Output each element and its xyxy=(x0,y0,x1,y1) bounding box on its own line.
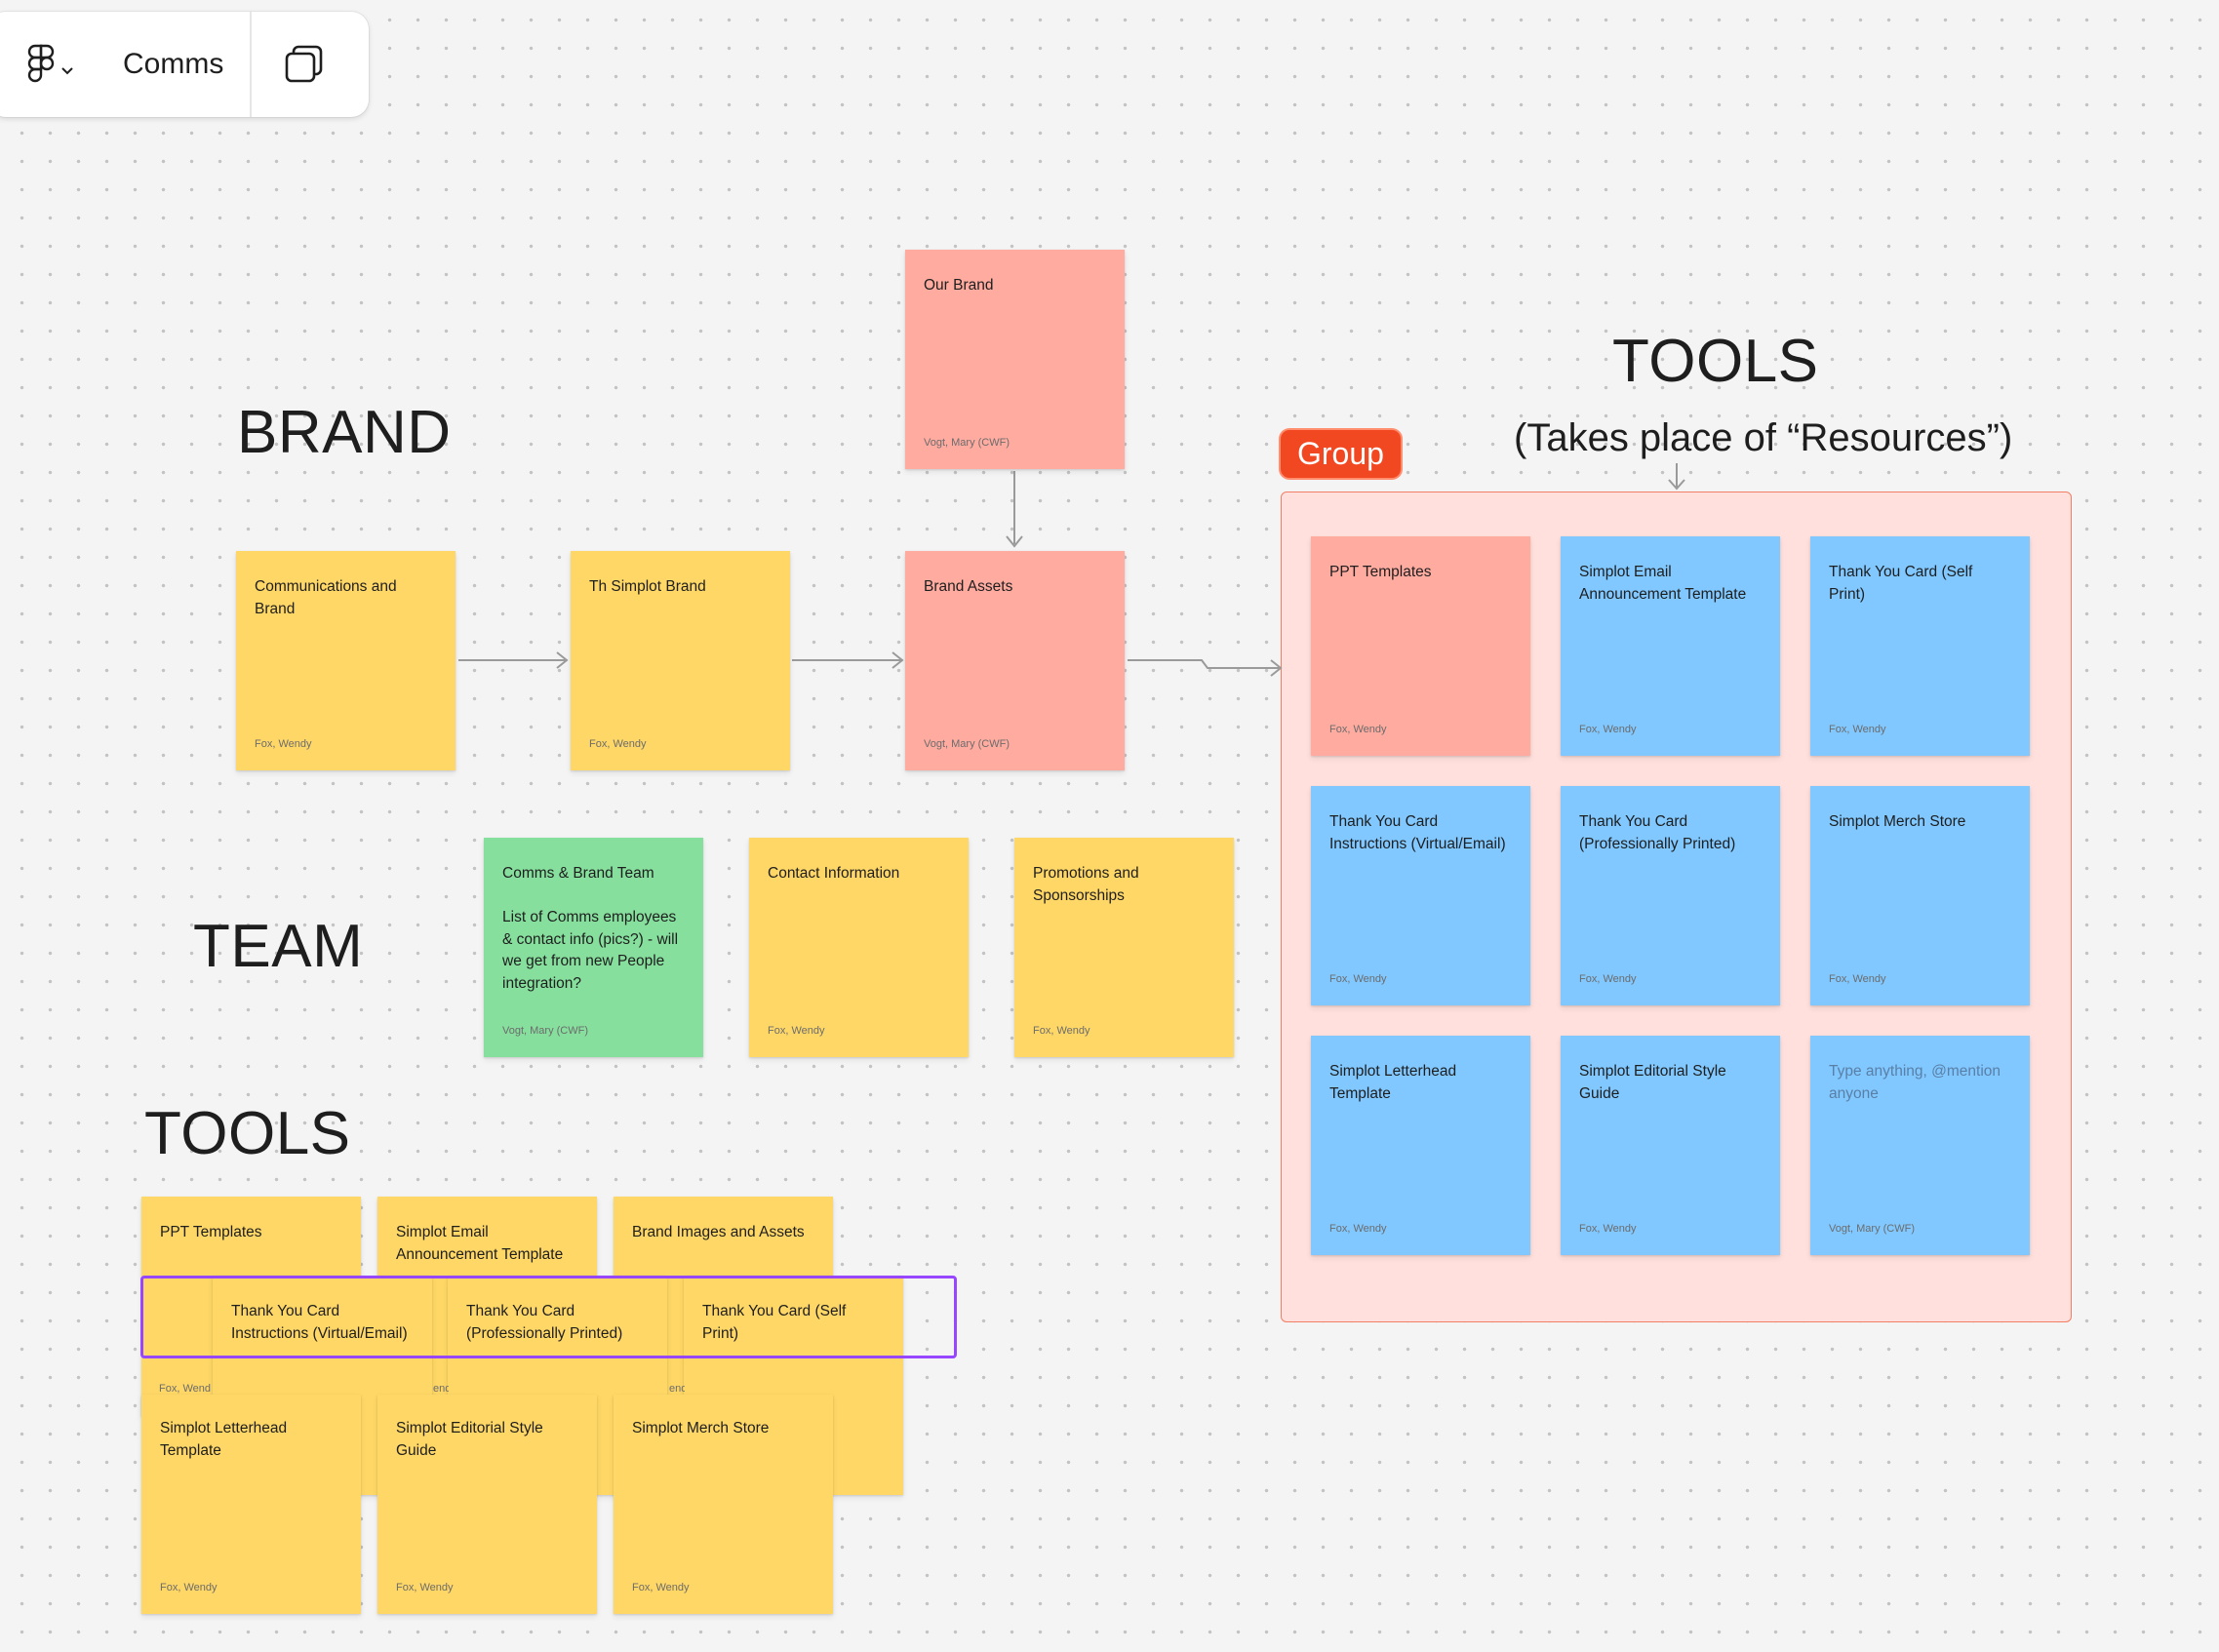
sticky-text: Contact Information xyxy=(768,865,900,882)
sticky-author: Vogt, Mary (CWF) xyxy=(924,437,1010,449)
selection-box[interactable] xyxy=(140,1276,957,1358)
tools-sticky-style-guide[interactable]: Simplot Editorial Style Guide Fox, Wendy xyxy=(377,1395,597,1614)
chevron-down-icon[interactable] xyxy=(60,63,74,81)
sticky-text: PPT Templates xyxy=(160,1224,262,1240)
sticky-text: Brand Assets xyxy=(924,578,1013,595)
sticky-author: Fox, Wendy xyxy=(768,1025,825,1037)
tools-sticky-merch-store[interactable]: Simplot Merch Store Fox, Wendy xyxy=(614,1395,833,1614)
sticky-author: Fox, Wendy xyxy=(589,738,647,750)
sticky-text: Simplot Editorial Style Guide xyxy=(1579,1063,1726,1102)
sticky-author-fragment: end xyxy=(433,1383,449,1395)
sticky-text: Th Simplot Brand xyxy=(589,578,706,595)
sticky-text: Thank You Card (Self Print) xyxy=(1829,564,1973,603)
sticky-author: Fox, Wendy xyxy=(255,738,312,750)
sticky-comms-team[interactable]: Comms & Brand Team List of Comms employe… xyxy=(484,838,703,1057)
sticky-contact-info[interactable]: Contact Information Fox, Wendy xyxy=(749,838,969,1057)
sticky-author: Fox, Wendy xyxy=(1579,973,1637,985)
sticky-author: Vogt, Mary (CWF) xyxy=(924,738,1010,750)
sticky-author: Fox, Wendy xyxy=(1829,724,1886,735)
pages-icon[interactable] xyxy=(281,41,328,88)
sticky-comms-and-brand[interactable]: Communications and Brand Fox, Wendy xyxy=(236,551,456,770)
tools-sticky-letterhead[interactable]: Simplot Letterhead Template Fox, Wendy xyxy=(141,1395,361,1614)
sticky-text: Thank You Card (Self Print) xyxy=(702,1303,847,1342)
sticky-author-fragment: end xyxy=(669,1383,685,1395)
sticky-author: Fox, Wendy xyxy=(160,1582,218,1593)
brand-heading[interactable]: BRAND xyxy=(237,399,452,466)
sticky-author: Fox, Wendy xyxy=(1033,1025,1090,1037)
group-sticky-ppt-templates[interactable]: PPT Templates Fox, Wendy xyxy=(1311,536,1530,756)
sticky-author: Vogt, Mary (CWF) xyxy=(502,1025,589,1037)
sticky-text: Thank You Card Instructions (Virtual/Ema… xyxy=(231,1303,408,1342)
sticky-text: Thank You Card Instructions (Virtual/Ema… xyxy=(1329,813,1506,852)
group-sticky-thank-you-self-print[interactable]: Thank You Card (Self Print) Fox, Wendy xyxy=(1810,536,2030,756)
group-sticky-thank-you-professional[interactable]: Thank You Card (Professionally Printed) … xyxy=(1561,786,1780,1005)
figma-logo-icon[interactable] xyxy=(27,44,55,85)
sticky-placeholder[interactable]: Type anything, @mention anyone xyxy=(1829,1063,2001,1102)
tools-right-heading[interactable]: TOOLS xyxy=(1612,328,1819,395)
sticky-text: Simplot Letterhead Template xyxy=(160,1420,288,1459)
sticky-author: Fox, Wendy xyxy=(1329,973,1387,985)
sticky-text: Simplot Editorial Style Guide xyxy=(396,1420,543,1459)
file-name[interactable]: Comms xyxy=(123,48,224,80)
sticky-text: Simplot Merch Store xyxy=(1829,813,1966,830)
sticky-text: Simplot Letterhead Template xyxy=(1329,1063,1457,1102)
sticky-simplot-brand[interactable]: Th Simplot Brand Fox, Wendy xyxy=(571,551,790,770)
sticky-text: Comms & Brand Team List of Comms employe… xyxy=(502,865,679,992)
team-heading[interactable]: TEAM xyxy=(193,913,364,980)
sticky-text: Communications and Brand xyxy=(255,578,397,617)
sticky-promotions[interactable]: Promotions and Sponsorships Fox, Wendy xyxy=(1014,838,1234,1057)
file-toolbar: Comms xyxy=(0,12,369,117)
tools-left-heading[interactable]: TOOLS xyxy=(144,1100,351,1167)
sticky-author: Fox, Wendy xyxy=(1329,1223,1387,1235)
sticky-our-brand[interactable]: Our Brand Vogt, Mary (CWF) xyxy=(905,250,1125,469)
group-sticky-style-guide[interactable]: Simplot Editorial Style Guide Fox, Wendy xyxy=(1561,1036,1780,1255)
sticky-text: Simplot Email Announcement Template xyxy=(396,1224,564,1263)
sticky-text: Our Brand xyxy=(924,277,994,294)
sticky-author: Vogt, Mary (CWF) xyxy=(1829,1223,1916,1235)
sticky-text: Simplot Merch Store xyxy=(632,1420,770,1436)
group-sticky-letterhead[interactable]: Simplot Letterhead Template Fox, Wendy xyxy=(1311,1036,1530,1255)
group-sticky-merch-store[interactable]: Simplot Merch Store Fox, Wendy xyxy=(1810,786,2030,1005)
sticky-text: Simplot Email Announcement Template xyxy=(1579,564,1747,603)
sticky-text: Promotions and Sponsorships xyxy=(1033,865,1139,904)
group-sticky-new-note[interactable]: Type anything, @mention anyone Vogt, Mar… xyxy=(1810,1036,2030,1255)
sticky-text: PPT Templates xyxy=(1329,564,1432,580)
sticky-author: Fox, Wendy xyxy=(1579,724,1637,735)
sticky-author: Fox, Wendy xyxy=(1329,724,1387,735)
sticky-author-fragment: Fox, Wend xyxy=(159,1383,211,1395)
sticky-author: Fox, Wendy xyxy=(1579,1223,1637,1235)
sticky-text: Thank You Card (Professionally Printed) xyxy=(1579,813,1736,852)
group-badge[interactable]: Group xyxy=(1281,430,1401,478)
group-sticky-thank-you-virtual[interactable]: Thank You Card Instructions (Virtual/Ema… xyxy=(1311,786,1530,1005)
group-sticky-email-template[interactable]: Simplot Email Announcement Template Fox,… xyxy=(1561,536,1780,756)
toolbar-divider xyxy=(250,12,252,117)
tools-right-subtitle[interactable]: (Takes place of “Resources”) xyxy=(1514,416,2013,459)
sticky-author: Fox, Wendy xyxy=(1829,973,1886,985)
sticky-text: Brand Images and Assets xyxy=(632,1224,805,1240)
sticky-text: Thank You Card (Professionally Printed) xyxy=(466,1303,623,1342)
sticky-author: Fox, Wendy xyxy=(396,1582,454,1593)
sticky-brand-assets[interactable]: Brand Assets Vogt, Mary (CWF) xyxy=(905,551,1125,770)
connector-brand-assets-to-group xyxy=(1128,659,1280,669)
sticky-author: Fox, Wendy xyxy=(632,1582,690,1593)
